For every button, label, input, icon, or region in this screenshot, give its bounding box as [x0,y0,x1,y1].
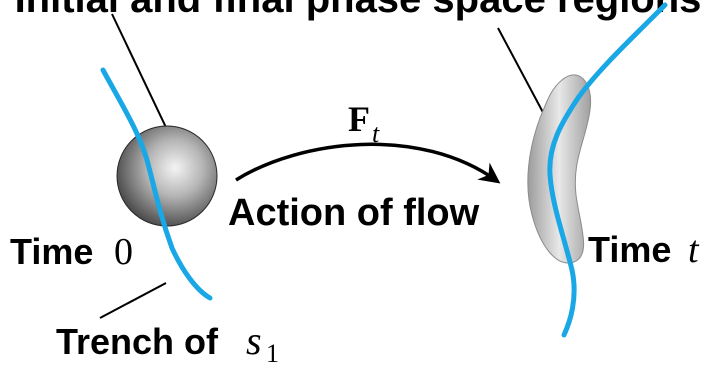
leader-line-trench [99,282,167,319]
trench-curve-initial [100,67,213,301]
leader-line-blob [497,27,547,119]
time-initial-value: 0 [114,231,133,273]
flow-arrow [235,142,501,184]
trench-label-subscript: 1 [266,339,279,365]
trench-label-word: Trench of [56,321,219,362]
time-final-word: Time [588,229,671,270]
flow-caption: Action of flow [228,192,480,234]
initial-phase-region-sphere [116,125,218,227]
flow-map-subscript: t [372,119,380,148]
time-final-value: t [688,229,700,271]
time-initial-word: Time [10,231,93,272]
leader-line-sphere [111,13,173,141]
trench-label-symbol: s [246,318,262,363]
flow-map-symbol: F [348,99,370,139]
trench-curve-final [547,2,668,338]
top-caption: Initial and final phase space regions [15,0,702,21]
final-phase-region-blob [527,74,592,264]
